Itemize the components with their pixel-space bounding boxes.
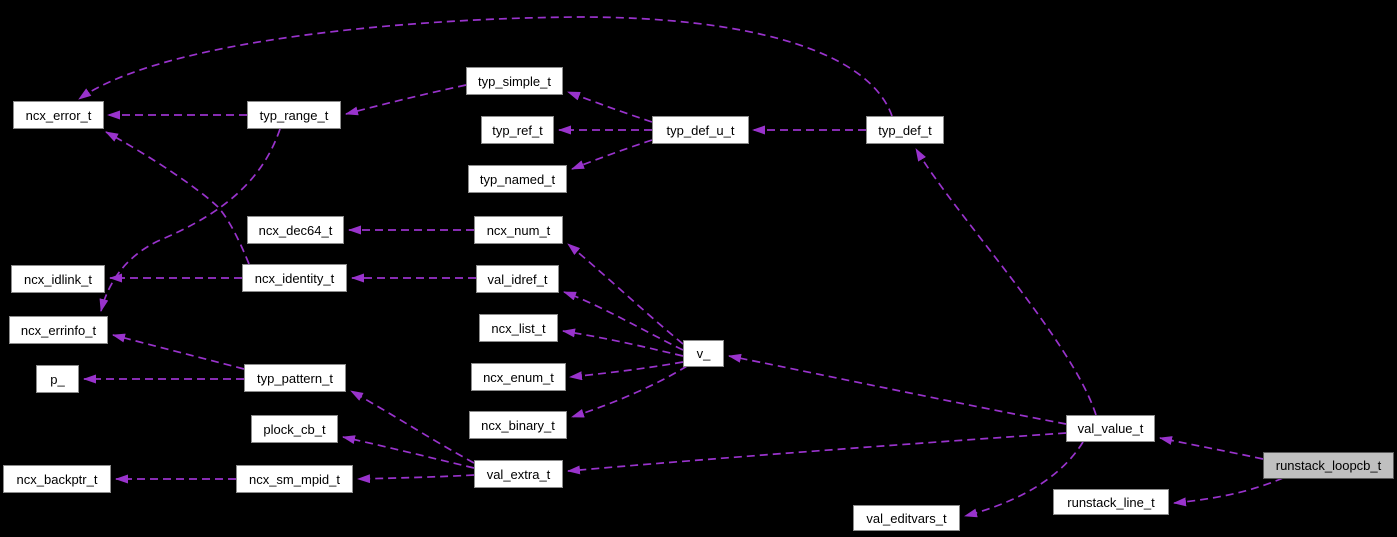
node-label: ncx_sm_mpid_t	[248, 471, 341, 487]
node-ncx_backptr_t[interactable]: ncx_backptr_t	[3, 465, 111, 493]
edge-runstack_loopcb_t-runstack_line_t	[1173, 477, 1284, 507]
node-label: val_idref_t	[487, 271, 548, 287]
node-val_editvars_t[interactable]: val_editvars_t	[853, 505, 960, 531]
node-label: typ_pattern_t	[257, 370, 333, 386]
node-label: ncx_errinfo_t	[20, 322, 97, 338]
edge-val_extra_t-plock_cb_t	[342, 435, 475, 469]
node-label: ncx_identity_t	[254, 270, 335, 286]
node-ncx_idlink_t[interactable]: ncx_idlink_t	[11, 265, 105, 293]
edge-typ_pattern_t-ncx_errinfo_t	[112, 333, 245, 370]
node-label: val_extra_t	[486, 466, 551, 482]
node-label: runstack_line_t	[1067, 494, 1155, 510]
node-label: runstack_loopcb_t	[1275, 458, 1382, 473]
edge-ncx_identity_t-ncx_error_t	[105, 131, 250, 265]
node-val_value_t[interactable]: val_value_t	[1066, 415, 1155, 442]
edge-v_-val_idref_t	[563, 291, 684, 351]
node-label: plock_cb_t	[263, 421, 326, 437]
edge-v_-ncx_list_t	[562, 328, 684, 357]
node-label: p_	[50, 371, 65, 387]
node-v_[interactable]: v_	[683, 340, 724, 367]
node-label: ncx_backptr_t	[16, 471, 98, 487]
node-p_[interactable]: p_	[36, 365, 79, 393]
node-val_extra_t[interactable]: val_extra_t	[474, 460, 563, 488]
node-label: ncx_enum_t	[483, 369, 554, 385]
edge-v_-ncx_binary_t	[571, 365, 688, 418]
node-label: ncx_num_t	[486, 222, 551, 238]
edge-val_extra_t-ncx_sm_mpid_t	[357, 474, 475, 484]
edge-val_value_t-v_	[728, 353, 1067, 425]
edge-val_value_t-val_editvars_t	[964, 441, 1084, 518]
node-typ_def_t[interactable]: typ_def_t	[866, 116, 944, 144]
edge-runstack_loopcb_t-val_value_t	[1159, 436, 1264, 460]
node-label: typ_def_t	[878, 122, 932, 138]
edge-typ_def_u_t-typ_simple_t	[567, 91, 653, 123]
node-ncx_list_t[interactable]: ncx_list_t	[479, 314, 558, 342]
node-label: ncx_binary_t	[481, 417, 555, 433]
edge-typ_def_t-ncx_error_t	[78, 16, 893, 117]
node-label: ncx_list_t	[491, 320, 546, 336]
edge-val_value_t-val_extra_t	[567, 432, 1067, 475]
node-ncx_binary_t[interactable]: ncx_binary_t	[469, 411, 567, 439]
node-typ_simple_t[interactable]: typ_simple_t	[466, 67, 563, 95]
node-label: ncx_error_t	[25, 107, 92, 123]
edge-v_-ncx_enum_t	[569, 361, 684, 381]
node-typ_range_t[interactable]: typ_range_t	[247, 101, 341, 129]
node-ncx_dec64_t[interactable]: ncx_dec64_t	[247, 216, 344, 244]
edge-val_value_t-typ_def_t	[915, 148, 1097, 416]
node-label: ncx_dec64_t	[258, 222, 333, 238]
node-val_idref_t[interactable]: val_idref_t	[476, 265, 559, 293]
node-ncx_error_t[interactable]: ncx_error_t	[13, 101, 104, 129]
node-runstack_line_t[interactable]: runstack_line_t	[1053, 489, 1169, 515]
node-typ_def_u_t[interactable]: typ_def_u_t	[652, 116, 749, 144]
node-label: typ_ref_t	[492, 122, 543, 138]
node-label: val_editvars_t	[866, 510, 947, 526]
edge-v_-ncx_num_t	[567, 243, 684, 345]
node-label: typ_def_u_t	[666, 122, 735, 138]
node-typ_ref_t[interactable]: typ_ref_t	[481, 116, 554, 144]
node-label: ncx_idlink_t	[24, 271, 92, 287]
node-label: typ_named_t	[479, 171, 556, 187]
node-ncx_errinfo_t[interactable]: ncx_errinfo_t	[9, 316, 108, 344]
node-typ_named_t[interactable]: typ_named_t	[468, 165, 567, 193]
edge-typ_def_u_t-typ_named_t	[571, 139, 653, 170]
node-ncx_identity_t[interactable]: ncx_identity_t	[242, 264, 347, 292]
node-typ_pattern_t[interactable]: typ_pattern_t	[244, 364, 346, 392]
edge-typ_simple_t-typ_range_t	[345, 84, 467, 116]
node-runstack_loopcb_t[interactable]: runstack_loopcb_t	[1263, 452, 1394, 479]
node-label: typ_range_t	[259, 107, 329, 123]
node-ncx_enum_t[interactable]: ncx_enum_t	[471, 363, 566, 391]
node-ncx_num_t[interactable]: ncx_num_t	[474, 216, 563, 244]
node-plock_cb_t[interactable]: plock_cb_t	[251, 415, 338, 443]
node-label: v_	[696, 346, 711, 361]
node-label: val_value_t	[1077, 421, 1144, 436]
edge-typ_range_t-ncx_errinfo_t	[99, 128, 281, 312]
edge-val_extra_t-typ_pattern_t	[350, 390, 475, 464]
node-label: typ_simple_t	[478, 73, 551, 89]
node-ncx_sm_mpid_t[interactable]: ncx_sm_mpid_t	[236, 465, 353, 493]
